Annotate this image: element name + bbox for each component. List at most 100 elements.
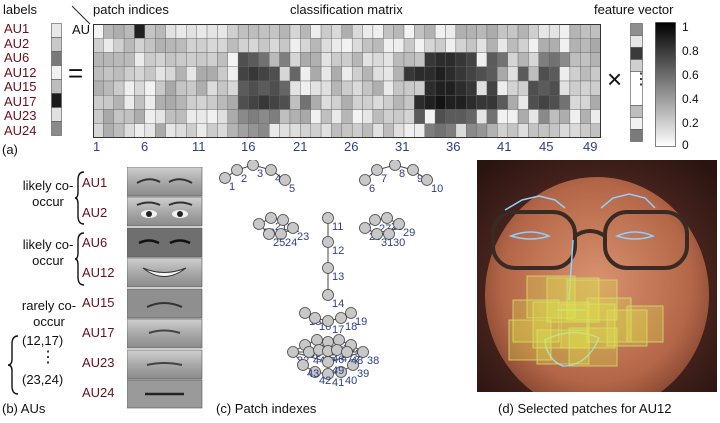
landmark-points: 1234567891011121314151617181920212223242… xyxy=(219,160,443,389)
matrix-cell xyxy=(269,66,280,82)
matrix-cell xyxy=(113,123,125,138)
face-crop-au15 xyxy=(127,288,203,319)
matrix-cell xyxy=(155,123,166,138)
matrix-cell xyxy=(476,109,488,124)
matrix-cell xyxy=(269,95,280,110)
au-face-strip xyxy=(127,167,203,409)
landmark-point: 23 xyxy=(287,222,309,243)
matrix-cell xyxy=(206,109,218,124)
matrix-cell xyxy=(517,80,529,96)
matrix-cell xyxy=(580,38,591,53)
matrix-cell xyxy=(507,80,519,96)
matrix-cell xyxy=(455,123,467,138)
matrix-cell xyxy=(414,109,425,124)
matrix-cell xyxy=(548,123,560,138)
matrix-cell xyxy=(548,109,560,124)
matrix-cell xyxy=(362,38,374,53)
matrix-cell xyxy=(144,95,156,110)
matrix-cell xyxy=(289,80,301,96)
matrix-cell xyxy=(237,38,249,53)
matrix-cell xyxy=(445,123,457,138)
matrix-cell xyxy=(383,66,394,82)
matrix-cell xyxy=(175,95,187,110)
landmark-point: 4 xyxy=(265,164,281,185)
landmark-point: 25 xyxy=(263,228,285,249)
au-label: AU17 xyxy=(4,93,37,109)
matrix-cell xyxy=(258,24,270,39)
face-crop-au2 xyxy=(127,196,203,227)
matrix-cell xyxy=(590,66,601,82)
matrix-cell xyxy=(559,38,571,53)
matrix-cell xyxy=(424,52,436,67)
matrix-cell xyxy=(300,24,311,39)
caption-a: (a) xyxy=(2,142,18,157)
matrix-cell xyxy=(434,109,446,124)
au-label: AU24 xyxy=(4,122,37,138)
matrix-cell xyxy=(186,38,197,53)
landmark-label: 41 xyxy=(332,377,344,389)
matrix-cell xyxy=(403,80,415,96)
landmark-label: 19 xyxy=(355,316,367,328)
matrix-cell xyxy=(486,109,498,124)
caption-b: (b) AUs xyxy=(2,401,46,416)
matrix-cell xyxy=(445,95,457,110)
matrix-cell xyxy=(590,80,601,96)
au-label: AU17 xyxy=(82,325,115,340)
matrix-cell xyxy=(559,52,571,67)
matrix-cell xyxy=(383,95,394,110)
landmark-label: 38 xyxy=(367,355,379,367)
matrix-cell xyxy=(186,123,197,138)
matrix-cell xyxy=(175,109,187,124)
feature-vector xyxy=(630,23,643,142)
matrix-cell xyxy=(372,52,384,67)
patch-tick: 21 xyxy=(293,139,308,154)
matrix-cell xyxy=(528,38,539,53)
matrix-cell xyxy=(486,123,498,138)
landmark-point: 40 xyxy=(335,366,357,387)
landmark-label: 1 xyxy=(229,181,235,193)
matrix-cell xyxy=(227,123,239,138)
landmark-point: 49 xyxy=(322,356,344,377)
matrix-cell xyxy=(466,123,477,138)
matrix-cell xyxy=(507,109,519,124)
matrix-cell xyxy=(497,123,508,138)
matrix-cell xyxy=(548,38,560,53)
landmark-point: 41 xyxy=(322,368,344,389)
matrix-cell xyxy=(217,38,228,53)
matrix-cell xyxy=(434,52,446,67)
matrix-cell xyxy=(528,95,539,110)
matrix-cell xyxy=(93,123,104,138)
matrix-cell xyxy=(248,109,260,124)
matrix-cell xyxy=(186,80,197,96)
matrix-cell xyxy=(175,66,187,82)
matrix-cell xyxy=(476,38,488,53)
matrix-cell xyxy=(217,109,228,124)
landmark-label: 8 xyxy=(399,168,405,180)
landmark-label: 3 xyxy=(257,168,263,180)
au-label: AU1 xyxy=(82,175,108,190)
matrix-cell xyxy=(144,80,156,96)
matrix-cell xyxy=(227,109,239,124)
label-vector xyxy=(51,23,62,136)
matrix-cell xyxy=(279,24,291,39)
matrix-cell xyxy=(497,24,508,39)
matrix-cell xyxy=(217,95,228,110)
matrix-cell xyxy=(144,66,156,82)
matrix-cell xyxy=(538,38,550,53)
matrix-cell xyxy=(289,38,301,53)
matrix-cell xyxy=(134,80,146,96)
matrix-cell xyxy=(206,24,218,39)
colorbar-tick: 0.4 xyxy=(682,92,699,106)
landmark-point: 17 xyxy=(322,315,344,336)
matrix-cell xyxy=(320,24,332,39)
matrix-cell xyxy=(507,123,519,138)
matrix-cell xyxy=(113,80,125,96)
matrix-cell xyxy=(414,123,425,138)
matrix-cell xyxy=(248,95,260,110)
matrix-cell xyxy=(300,80,311,96)
matrix-cell xyxy=(517,123,529,138)
matrix-cell xyxy=(497,109,508,124)
matrix-cell xyxy=(331,66,343,82)
patch-tick: 6 xyxy=(141,139,149,154)
pair-ellipsis: ⋮ xyxy=(40,349,56,366)
